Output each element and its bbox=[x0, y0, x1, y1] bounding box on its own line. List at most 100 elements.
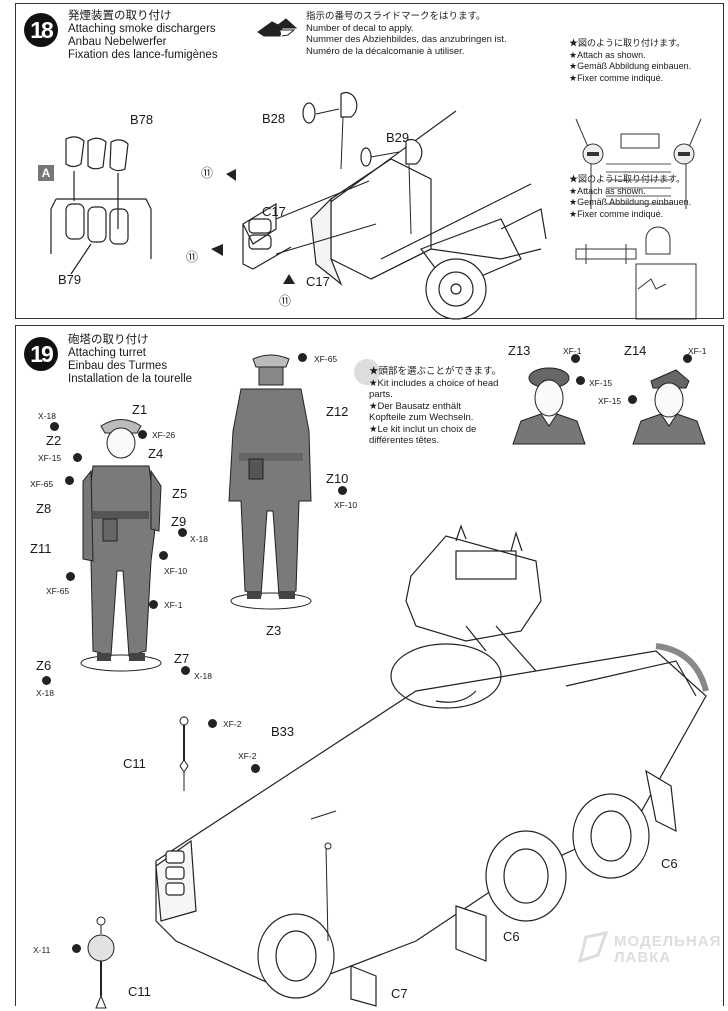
decal-number-marker: ⑪ bbox=[186, 250, 199, 264]
paint-dot-icon bbox=[251, 764, 260, 773]
attach-note-de: ★Gemäß Abbildung einbauen. bbox=[569, 61, 692, 71]
part-c17-upper: C17 bbox=[262, 204, 286, 219]
attach-note-ja: ★図のように取り付けます。 bbox=[569, 174, 686, 184]
part-c17-lower: C17 bbox=[306, 274, 330, 289]
decal-note-ja: 指示の番号のスライドマークをはります。 bbox=[306, 11, 486, 22]
head-choice-note: ★頭部を選ぶことができます。 ★Kit includes a choice of… bbox=[369, 366, 501, 447]
detail-view-front bbox=[575, 118, 702, 209]
part-z10: Z10 bbox=[326, 471, 349, 486]
part-c7: C7 bbox=[391, 986, 408, 1001]
part-z3: Z3 bbox=[266, 623, 282, 638]
step-title: 砲塔の取り付け Attaching turret Einbau des Turm… bbox=[68, 334, 192, 386]
vehicle-turret-drawing bbox=[155, 524, 709, 1007]
part-z7: Z7 bbox=[174, 651, 190, 666]
paint-dot-icon bbox=[159, 551, 168, 560]
head-note-ja: ★頭部を選ぶことができます。 bbox=[369, 366, 502, 377]
paint-dot-icon bbox=[72, 944, 81, 953]
flag-pole-part bbox=[87, 916, 115, 1009]
attach-note-de: ★Gemäß Abbildung einbauen. bbox=[569, 197, 692, 207]
paint-dot-icon bbox=[298, 353, 307, 362]
part-c6-right: C6 bbox=[661, 856, 678, 871]
part-z1: Z1 bbox=[132, 402, 148, 417]
decal-note-fr: Numéro de la décalcomanie à utiliser. bbox=[306, 45, 465, 57]
paint-dot-icon bbox=[50, 422, 59, 431]
part-c11-top: C11 bbox=[123, 756, 146, 771]
part-z4: Z4 bbox=[148, 446, 164, 461]
part-c6-middle: C6 bbox=[503, 929, 520, 944]
step-number-badge: 19 bbox=[24, 337, 58, 371]
title-de: Einbau des Turmes bbox=[68, 360, 168, 372]
head-note-de-2: Kopfteile zum Wechseln. bbox=[369, 412, 474, 423]
paint-dot-icon bbox=[138, 430, 147, 439]
part-z2: Z2 bbox=[46, 433, 62, 448]
part-z14: Z14 bbox=[624, 343, 647, 358]
paint-z13-top: XF-1 bbox=[563, 346, 582, 356]
note-highlight-circle bbox=[354, 359, 380, 385]
step-19-panel: 19 砲塔の取り付け Attaching turret Einbau des T… bbox=[15, 325, 724, 1009]
step-18-panel: 18 発煙装置の取り付け Attaching smoke dischargers… bbox=[15, 3, 724, 320]
head-z13 bbox=[512, 367, 586, 445]
decal-number-marker: ⑪ bbox=[279, 294, 292, 308]
paint-x18: X-18 bbox=[38, 411, 56, 421]
paint-dot-icon bbox=[178, 528, 187, 537]
paint-xf10: XF-10 bbox=[164, 566, 188, 576]
watermark-line-1: МОДЕЛЬНАЯ bbox=[614, 933, 722, 950]
paint-xf2-top: XF-2 bbox=[223, 719, 242, 729]
paint-xf15: XF-15 bbox=[38, 453, 62, 463]
title-fr: Installation de la tourelle bbox=[68, 373, 193, 385]
attach-note-top: ★図のように取り付けます。 ★Attach as shown. ★Gemäß A… bbox=[569, 38, 691, 84]
paint-xf2-second: XF-2 bbox=[238, 751, 257, 761]
head-note-fr-2: différentes têtes. bbox=[369, 435, 440, 446]
paint-z13-side: XF-15 bbox=[589, 378, 613, 388]
part-b79: B79 bbox=[58, 272, 82, 287]
paint-xf10-rear: XF-10 bbox=[334, 500, 358, 510]
watermark-logo-icon bbox=[577, 931, 609, 964]
attach-note-fr: ★Fixer comme indiqué. bbox=[569, 208, 664, 219]
part-z6: Z6 bbox=[36, 658, 52, 673]
part-b28: B28 bbox=[262, 111, 286, 126]
step-number-badge: 18 bbox=[24, 13, 58, 47]
paint-x11: X-11 bbox=[33, 945, 51, 955]
paint-dot-icon bbox=[571, 354, 580, 363]
part-c11-bottom: C11 bbox=[128, 984, 151, 999]
subassembly-a-label: A bbox=[38, 165, 54, 181]
part-z9: Z9 bbox=[171, 514, 187, 529]
watermark: МОДЕЛЬНАЯ ЛАВКА bbox=[614, 934, 721, 966]
paint-dot-icon bbox=[628, 395, 637, 404]
paint-xf65-hand: XF-65 bbox=[46, 586, 70, 596]
decal-note: 指示の番号のスライドマークをはります。 Number of decal to a… bbox=[306, 11, 507, 57]
paint-z14-side: XF-15 bbox=[598, 396, 622, 406]
paint-xf1: XF-1 bbox=[164, 600, 183, 610]
detail-view-side bbox=[575, 226, 697, 320]
paint-dot-icon bbox=[338, 486, 347, 495]
attach-note-en: ★Attach as shown. bbox=[569, 185, 646, 196]
paint-dot-icon bbox=[73, 453, 82, 462]
step18-vehicle-drawing bbox=[211, 91, 547, 320]
decal-note-de: Nummer des Abziehbildes, das anzubringen… bbox=[306, 34, 507, 45]
attach-note-bottom: ★図のように取り付けます。 ★Attach as shown. ★Gemäß A… bbox=[569, 174, 691, 220]
title-en: Attaching smoke dischargers bbox=[68, 23, 216, 35]
paint-x18-z9: X-18 bbox=[190, 534, 208, 544]
title-ja: 砲塔の取り付け bbox=[68, 334, 149, 346]
head-note-de: ★Der Bausatz enthält bbox=[369, 400, 461, 412]
paint-dot-icon bbox=[208, 719, 217, 728]
paint-xf65: XF-65 bbox=[30, 479, 54, 489]
paint-dot-icon bbox=[149, 600, 158, 609]
decal-number-marker: ⑪ bbox=[201, 166, 214, 180]
paint-dot-icon bbox=[42, 676, 51, 685]
figure-officer-rear bbox=[228, 354, 312, 610]
part-z8: Z8 bbox=[36, 501, 52, 516]
title-ja: 発煙装置の取り付け bbox=[68, 10, 172, 22]
part-z5: Z5 bbox=[172, 486, 188, 501]
paint-dot-icon bbox=[66, 572, 75, 581]
paint-dot-icon bbox=[65, 476, 74, 485]
title-en: Attaching turret bbox=[68, 347, 146, 359]
paint-dot-icon bbox=[576, 376, 585, 385]
part-z11: Z11 bbox=[30, 541, 52, 556]
title-fr: Fixation des lance-fumigènes bbox=[68, 49, 218, 61]
head-note-en-2: parts. bbox=[369, 389, 393, 400]
head-note-en: ★Kit includes a choice of head bbox=[369, 377, 499, 389]
part-z13: Z13 bbox=[508, 343, 531, 358]
paint-dot-icon bbox=[181, 666, 190, 675]
step-title: 発煙装置の取り付け Attaching smoke dischargers An… bbox=[68, 10, 218, 62]
